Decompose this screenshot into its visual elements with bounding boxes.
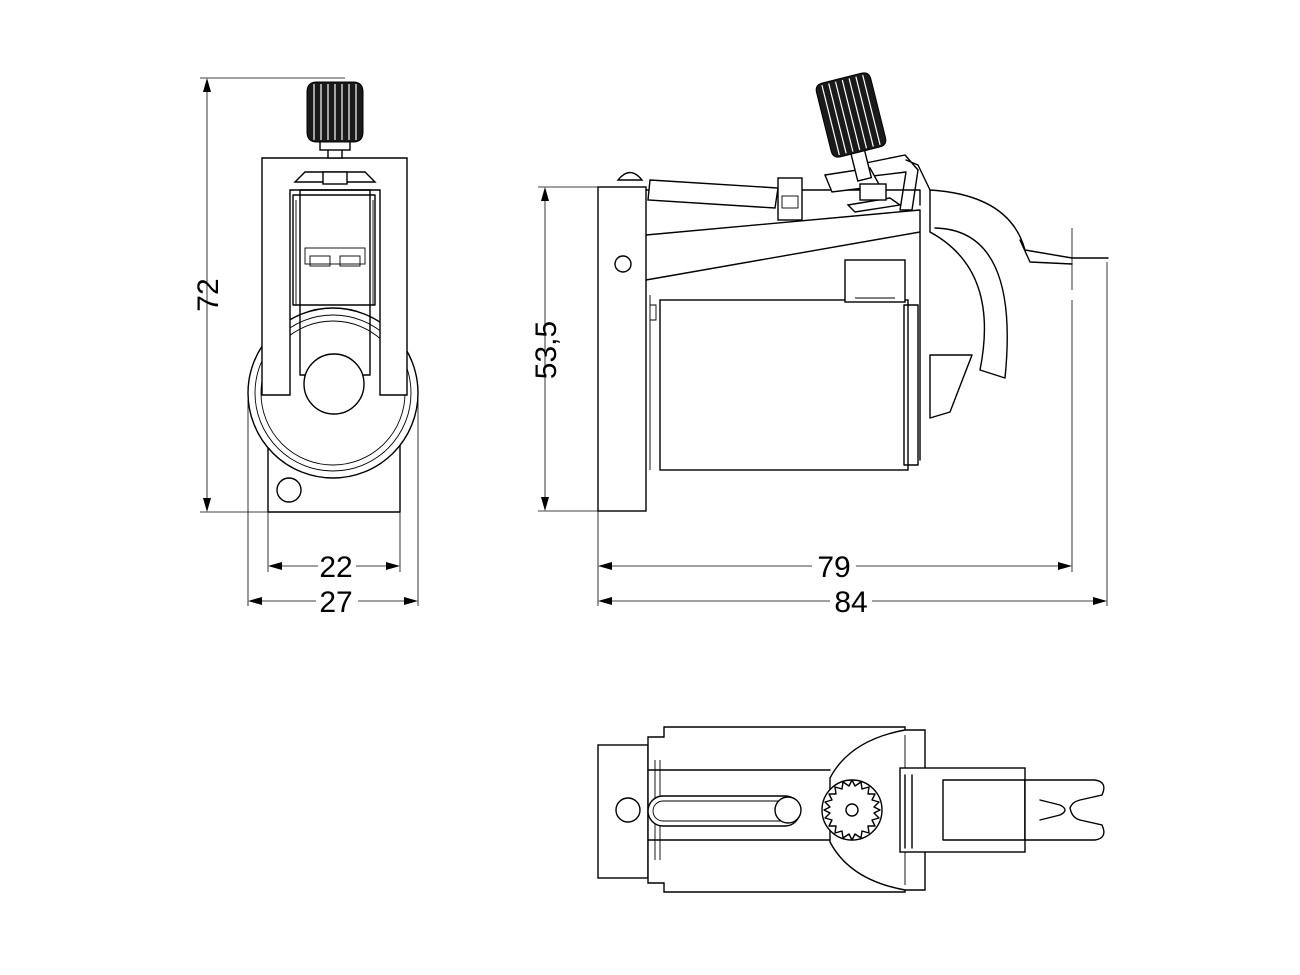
front-roller-hub bbox=[303, 353, 365, 415]
dim-front-height: 72 bbox=[192, 278, 225, 311]
side-view bbox=[597, 72, 1109, 512]
front-mount-hole bbox=[276, 477, 302, 503]
side-spring-top bbox=[929, 189, 1109, 259]
side-lever-arm bbox=[645, 209, 921, 281]
front-knurled-knob bbox=[306, 81, 364, 143]
dim-front-inner-width: 22 bbox=[319, 551, 352, 584]
side-wedge bbox=[929, 354, 973, 419]
front-fork bbox=[261, 157, 408, 396]
side-dimensions: 53,5 79 84 bbox=[530, 186, 1108, 619]
top-pin-head bbox=[615, 797, 641, 823]
side-mount-hole bbox=[614, 255, 632, 273]
side-end-plate bbox=[597, 186, 647, 512]
front-roller-groove bbox=[254, 314, 412, 472]
front-inner-bracket bbox=[292, 194, 376, 306]
front-view bbox=[247, 81, 419, 513]
dim-side-inner-length: 79 bbox=[817, 551, 850, 584]
side-spring-bend bbox=[929, 227, 1008, 379]
dim-front-outer-width: 27 bbox=[319, 586, 352, 619]
top-gear bbox=[821, 779, 883, 841]
side-top-block bbox=[844, 259, 906, 303]
side-rocker-link bbox=[647, 179, 779, 209]
top-view bbox=[597, 726, 1105, 893]
dim-side-overall-length: 84 bbox=[834, 586, 867, 619]
front-dimensions: 72 22 27 bbox=[192, 77, 419, 619]
dim-side-height: 53,5 bbox=[530, 321, 563, 379]
side-knurled-knob bbox=[815, 72, 887, 158]
side-motor-body bbox=[659, 299, 909, 471]
top-lever bbox=[899, 767, 1026, 853]
